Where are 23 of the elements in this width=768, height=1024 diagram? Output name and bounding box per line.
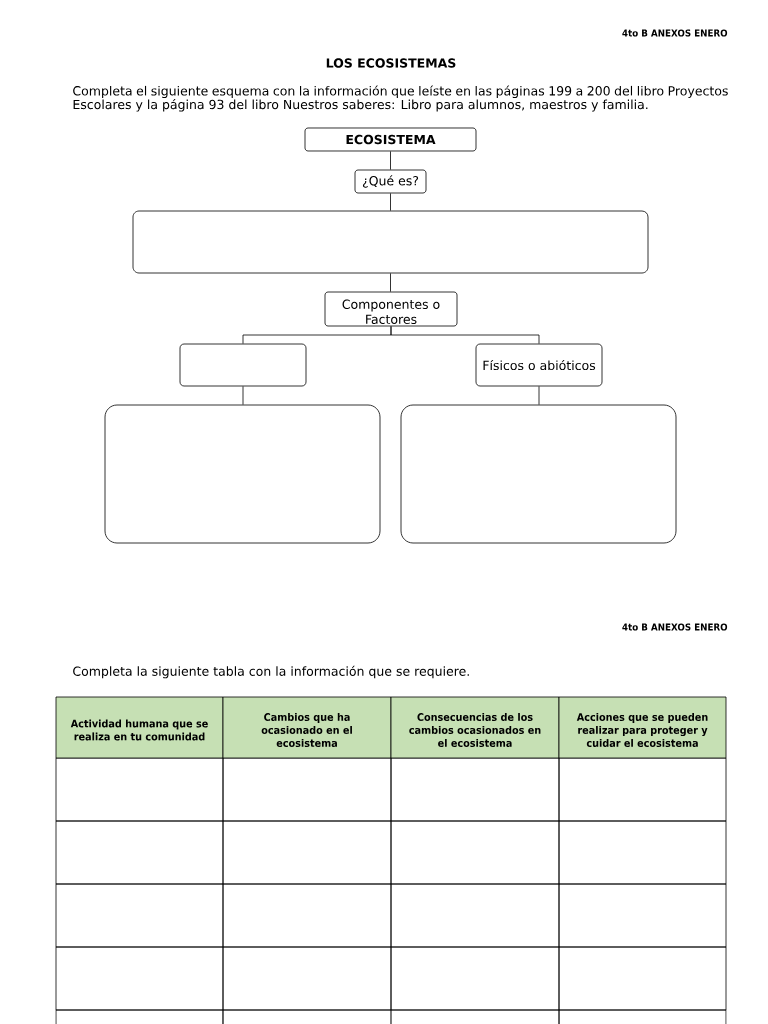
answer-box: [400, 404, 677, 544]
concept-box: Componentes o Factores: [324, 291, 458, 327]
answer-box: [104, 404, 381, 544]
concept-box: Físicos o abióticos: [475, 343, 603, 387]
connector-line: [538, 386, 540, 405]
answer-box: [179, 343, 307, 387]
connector-line: [390, 326, 540, 344]
table-header-cell: Cambios que ha ocasionado en el ecosistema: [222, 696, 392, 759]
page-title: LOS ECOSISTEMAS: [326, 58, 456, 68]
connector-line: [390, 273, 391, 292]
instruction-text: Completa la siguiente tabla con la información que se requiere.: [73, 665, 469, 679]
page-header: 4to B ANEXOS ENERO: [622, 29, 728, 37]
page-header: 4to B ANEXOS ENERO: [622, 623, 728, 631]
connector-line: [390, 151, 391, 170]
table-header-cell: Consecuencias de los cambios ocasionados en el ecosistema: [390, 696, 560, 759]
instruction-text: Completa el siguiente esquema con la información que leíste en las páginas 199 a 200 del libro Proyectos Escolares y la página 93 del libro Nuestros saberes: Libro para alumnos, maestros y familia.: [73, 85, 728, 112]
table-header-cell: Actividad humana que se realiza en tu comunidad: [55, 696, 224, 759]
connector-line: [242, 386, 244, 405]
concept-box: ECOSISTEMA: [304, 127, 477, 152]
connector-line: [390, 193, 391, 211]
answer-box: [132, 210, 649, 274]
table-header-cell: Acciones que se pueden realizar para proteger y cuidar el ecosistema: [558, 696, 727, 759]
concept-box: ¿Qué es?: [354, 169, 427, 194]
